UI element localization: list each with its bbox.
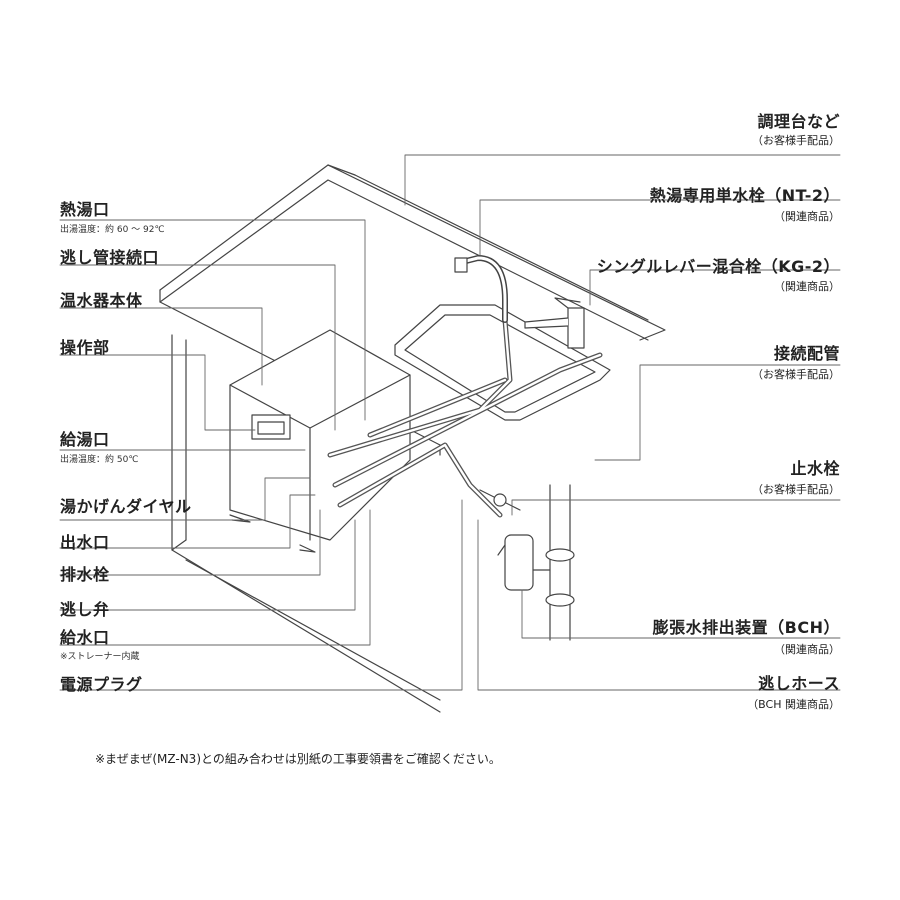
label-stop-valve: 止水栓 bbox=[790, 459, 840, 478]
label-water-outlet: 出水口 bbox=[60, 533, 110, 552]
sub-connection-pipe: （お客様手配品） bbox=[752, 368, 840, 381]
sink-shape bbox=[394, 304, 611, 421]
label-power-plug: 電源プラグ bbox=[60, 675, 143, 694]
label-water-inlet: 給水口 bbox=[60, 628, 110, 647]
label-temp-dial: 湯かげんダイヤル bbox=[60, 497, 192, 516]
label-heater-body: 温水器本体 bbox=[60, 291, 143, 310]
label-relief-pipe-port: 逃し管接続口 bbox=[60, 248, 160, 267]
label-countertop: 調理台など bbox=[757, 112, 840, 131]
label-hot-faucet: 熱湯専用単水栓（NT-2） bbox=[649, 186, 840, 205]
label-connection-pipe: 接続配管 bbox=[773, 344, 840, 363]
note-strainer: ※ストレーナー内蔵 bbox=[60, 652, 140, 662]
mixer-faucet bbox=[524, 297, 585, 349]
label-control-panel: 操作部 bbox=[60, 338, 110, 357]
label-relief-valve: 逃し弁 bbox=[60, 600, 110, 619]
label-relief-hose: 逃しホース bbox=[758, 674, 840, 693]
countertop-shape bbox=[159, 164, 666, 456]
note-hot-water-temp: 出湯温度：約 60 ～ 92℃ bbox=[60, 225, 165, 235]
sub-countertop: （お客様手配品） bbox=[752, 134, 840, 147]
stop-valve bbox=[479, 489, 521, 511]
label-drain-plug: 排水栓 bbox=[60, 565, 110, 584]
label-hot-supply-port: 給湯口 bbox=[60, 430, 110, 449]
bch-device bbox=[497, 534, 551, 591]
leader-lines-right bbox=[404, 154, 841, 691]
label-hot-water-outlet: 熱湯口 bbox=[60, 200, 110, 219]
sub-relief-hose: （BCH 関連商品） bbox=[747, 698, 840, 711]
footnote: ※まぜまぜ(MZ-N3)との組み合わせは別紙の工事要領書をご確認ください。 bbox=[95, 752, 501, 766]
label-mixer-faucet: シングルレバー混合栓（KG-2） bbox=[596, 257, 840, 276]
sub-stop-valve: （お客様手配品） bbox=[752, 483, 840, 496]
drain-pipe bbox=[545, 484, 575, 641]
cabinet-shape bbox=[171, 334, 441, 713]
sub-bch: （関連商品） bbox=[774, 643, 840, 656]
hot-water-faucet bbox=[454, 255, 508, 323]
note-hot-supply-temp: 出湯温度：約 50℃ bbox=[60, 455, 139, 465]
sub-hot-faucet: （関連商品） bbox=[774, 210, 840, 223]
leader-lines-left bbox=[59, 219, 463, 691]
label-bch: 膨張水排出装置（BCH） bbox=[652, 618, 840, 637]
sub-mixer-faucet: （関連商品） bbox=[774, 280, 840, 293]
